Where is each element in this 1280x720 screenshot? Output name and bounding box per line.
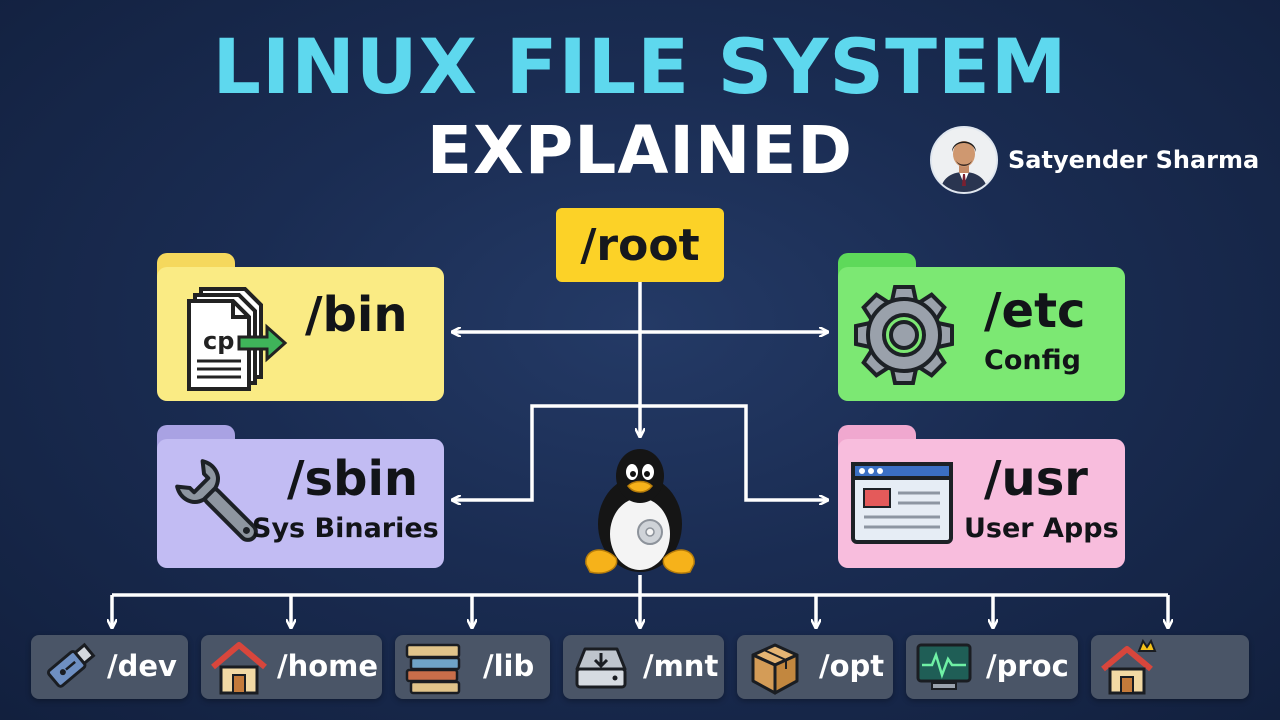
copy-command-icon: cp	[187, 287, 288, 391]
author-badge: Satyender Sharma	[930, 126, 1259, 194]
folder-bin-name: /bin	[305, 287, 408, 343]
usr-arrow	[640, 404, 827, 500]
folder-sbin-name: /sbin	[287, 451, 419, 507]
author-name: Satyender Sharma	[1008, 146, 1260, 174]
dir-chip-proc: /proc	[906, 635, 1078, 699]
monitor-pulse-icon	[916, 643, 972, 690]
dir-label-dev: /dev	[107, 649, 177, 683]
dir-label-mnt: /mnt	[643, 649, 719, 683]
tux-penguin-icon	[585, 449, 695, 574]
svg-text:cp: cp	[203, 327, 234, 355]
root-node: /root	[556, 208, 724, 282]
app-window-icon	[851, 462, 953, 544]
folder-etc-subtitle: Config	[984, 345, 1081, 376]
folder-sbin: /sbin Sys Binaries	[157, 425, 444, 568]
folder-usr: /usr User Apps	[838, 425, 1125, 568]
sbin-arrow	[453, 404, 640, 500]
folder-etc-name: /etc	[984, 283, 1086, 339]
folder-usr-subtitle: User Apps	[964, 513, 1119, 544]
folder-etc: /etc Config	[838, 253, 1125, 401]
dir-chip-home: /home	[201, 635, 382, 699]
dir-label-proc: /proc	[986, 649, 1069, 683]
dir-label-home: /home	[277, 649, 379, 683]
dir-chip-dev: /dev	[31, 635, 188, 699]
dir-label-lib: /lib	[483, 649, 535, 683]
folder-usr-name: /usr	[984, 451, 1088, 507]
dir-chip-last	[1091, 635, 1249, 699]
dir-label-opt: /opt	[819, 649, 885, 683]
dir-chip-mnt: /mnt	[563, 635, 724, 699]
gear-icon	[854, 285, 954, 385]
title-line-2: EXPLAINED	[426, 112, 854, 189]
dir-chip-lib: /lib	[395, 635, 550, 699]
author-avatar	[930, 126, 998, 194]
dir-chip-opt: /opt	[737, 635, 893, 699]
folder-bin: cp /bin	[157, 253, 444, 401]
books-icon	[405, 643, 461, 695]
package-box-icon	[751, 643, 799, 695]
crowned-house-icon	[1101, 639, 1157, 695]
folder-sbin-subtitle: Sys Binaries	[252, 513, 439, 544]
disk-mount-icon	[575, 647, 627, 689]
usb-drive-icon	[46, 642, 96, 688]
wrench-icon	[175, 459, 258, 542]
house-icon	[211, 642, 267, 695]
title-line-1: LINUX FILE SYSTEM	[212, 22, 1068, 111]
